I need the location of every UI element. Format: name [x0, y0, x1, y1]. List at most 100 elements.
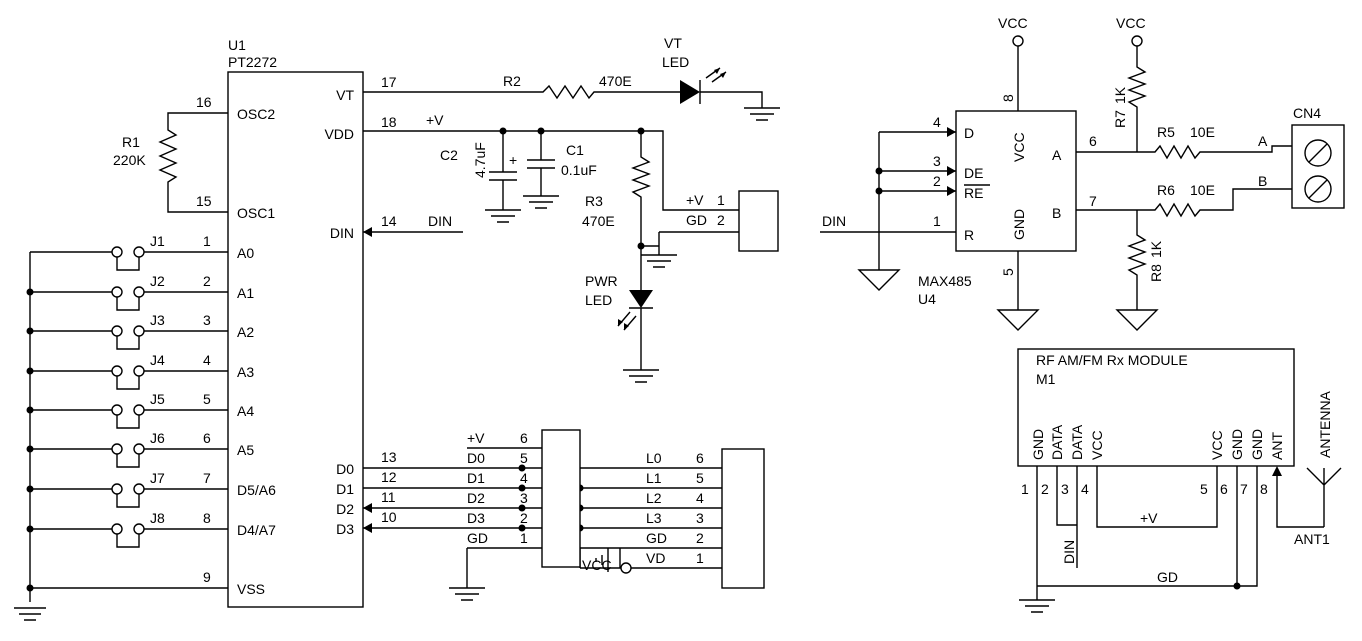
r1-value: 220K [113, 152, 146, 168]
jumper-rings [111, 246, 145, 535]
u4-pin-d: D [964, 125, 974, 141]
jumper-left-wires [30, 251, 113, 530]
cn4-pin-b: B [1258, 173, 1267, 189]
hdr-right-num-1: 1 [696, 550, 704, 566]
r3-resistor: R3 470E [582, 131, 651, 290]
u1-pinnum-1: 1 [203, 233, 211, 249]
hdr-left-num-4: 4 [520, 470, 528, 486]
jumper-j5: J5 [150, 391, 165, 407]
output-headers: +V 6 D0 5 D1 4 D2 3 D3 2 GD 1 L0 6 L1 5 … [363, 429, 765, 601]
m1-pin-gnd-7: GND [1249, 429, 1265, 460]
jumper-j6: J6 [150, 430, 165, 446]
pwr-led-label-2: LED [585, 292, 612, 308]
u1-pinnum-16: 16 [196, 94, 212, 110]
ground-symbol-pwr [623, 369, 659, 383]
ground-symbol-c1 [523, 195, 559, 209]
c2-value: 4.7uF [472, 142, 488, 178]
u1-part: PT2272 [228, 54, 277, 70]
m1-pin-data-3: DATA [1069, 424, 1085, 460]
jumper-j7: J7 [150, 470, 165, 486]
u1-body [227, 71, 364, 608]
c1-ref: C1 [566, 142, 584, 158]
jumper-j2: J2 [150, 273, 165, 289]
pwr-led-label-1: PWR [585, 273, 618, 289]
hdr-left-label-2: D3 [467, 510, 485, 526]
u1-pinnum-8: 8 [203, 510, 211, 526]
hdr-right-num-3: 3 [696, 510, 704, 526]
ground-symbol-vt [744, 107, 780, 121]
ground-symbol-u1 [14, 607, 46, 621]
hdr-right-label-3: L3 [646, 510, 662, 526]
power-connector-label-2: GD [686, 212, 707, 228]
u1-pinnum-4: 4 [203, 352, 211, 368]
vcc-label-u4: VCC [998, 15, 1028, 31]
hdr-right-label-5: L1 [646, 470, 662, 486]
ground-symbol-u4 [996, 309, 1040, 331]
u1-pinnum-3: 3 [203, 312, 211, 328]
ground-symbol-c2 [485, 209, 521, 223]
r3-ref: R3 [585, 193, 603, 209]
jumper-j8: J8 [150, 510, 165, 526]
u1-pinnum-7: 7 [203, 470, 211, 486]
output-arrows [363, 503, 372, 533]
power-connector-label-1: +V [686, 192, 704, 208]
u1-pinnum-2: 2 [203, 273, 211, 289]
din-arrow [363, 227, 372, 237]
jumper-links [116, 256, 140, 548]
c1-capacitor: C1 0.1uF [523, 131, 597, 209]
u1-pt2272: U1 PT2272 OSC2 OSC1 A0 A1 A2 A3 A4 A5 D5… [196, 37, 397, 608]
hdr-left-num-5: 5 [520, 450, 528, 466]
m1-pinnum-5: 5 [1200, 481, 1208, 497]
u4-body [955, 110, 1077, 252]
antenna-ref: ANT1 [1294, 531, 1330, 547]
u1-pin-d4a7: D4/A7 [237, 522, 276, 538]
u4-pinnum-8: 8 [1000, 94, 1016, 102]
r5-value: 10E [1190, 124, 1215, 140]
m1-title: RF AM/FM Rx MODULE [1036, 352, 1188, 368]
r3-value: 470E [582, 213, 615, 229]
u1-pinnum-10: 10 [381, 509, 397, 525]
u4-part: MAX485 [918, 273, 972, 289]
jumper-j4: J4 [150, 352, 165, 368]
u4-pinnum-2: 2 [933, 173, 941, 189]
u1-pin-d2: D2 [336, 501, 354, 517]
vt-led-label-2: LED [662, 54, 689, 70]
cn4-ref: CN4 [1293, 105, 1321, 121]
u1-pin-osc2: OSC2 [237, 106, 275, 122]
hdr-right-num-2: 2 [696, 530, 704, 546]
r8-value: 1K [1148, 240, 1164, 258]
u4-pin-gnd: GND [1011, 209, 1027, 240]
c2-ref: C2 [440, 147, 458, 163]
c2-capacitor: C2 4.7uF + [440, 131, 521, 223]
u4-pinnum-5: 5 [1000, 268, 1016, 276]
u1-pin-d1: D1 [336, 481, 354, 497]
jumper-j1: J1 [150, 233, 165, 249]
u4-pin-a: A [1052, 147, 1062, 163]
vcc-terminal-hdr [620, 562, 632, 574]
u1-pin-a3: A3 [237, 364, 254, 380]
u1-pinnum-15: 15 [196, 193, 212, 209]
jumper-junctions [26, 288, 34, 592]
u1-pinnum-6: 6 [203, 430, 211, 446]
m1-pin-ant-8: ANT [1269, 432, 1285, 460]
m1-pinnum-2: 2 [1041, 481, 1049, 497]
ground-symbol-r8 [1115, 309, 1159, 331]
u4-input-arrows [947, 127, 956, 196]
vt-led-branch: R2 470E VT LED [363, 35, 780, 121]
hdr-right-num-4: 4 [696, 490, 704, 506]
hdr-left-num-1: 1 [520, 530, 528, 546]
c1-value: 0.1uF [561, 162, 597, 178]
ground-symbol-conn [641, 254, 677, 268]
u1-pinnum-14: 14 [381, 213, 397, 229]
vt-led-label-1: VT [664, 35, 682, 51]
u1-pin-vdd: VDD [324, 126, 354, 142]
u4-max485: D DE RE R VCC GND A B 4 3 2 1 8 5 6 7 MA… [820, 15, 1097, 331]
u1-pin-a0: A0 [237, 245, 254, 261]
r5-ref: R5 [1157, 124, 1175, 140]
din-input: DIN [363, 213, 463, 237]
ground-symbol-hdr [449, 587, 485, 601]
ground-symbol-m1 [1019, 599, 1055, 613]
u4-pinnum-1: 1 [933, 213, 941, 229]
u1-pin-d0: D0 [336, 461, 354, 477]
